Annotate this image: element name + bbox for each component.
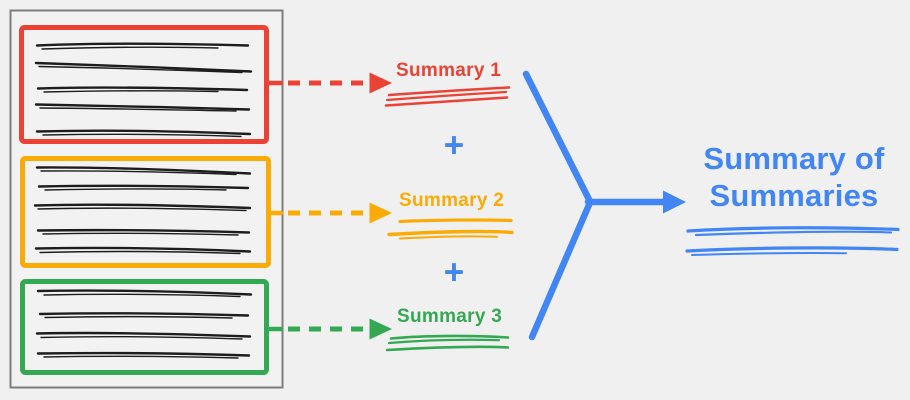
merge-arrow (522, 70, 686, 341)
scribble-line (41, 46, 219, 50)
scribble-line (33, 203, 252, 210)
scribble-line (40, 335, 243, 340)
document-outline (9, 9, 284, 389)
scribble-line (43, 90, 219, 93)
scribble-line (385, 90, 508, 102)
scribble-line (385, 345, 510, 352)
scribble-line (686, 226, 900, 233)
summary-1-underline-scribble (384, 86, 511, 107)
scribble-line (34, 61, 253, 73)
scribble-line (36, 228, 251, 234)
section-1-text-scribble (34, 42, 253, 138)
summary-3-label: Summary 3 (397, 306, 503, 327)
section-1-dashed-arrow (266, 72, 392, 94)
scribble-line (398, 218, 513, 224)
scribble-line (44, 315, 233, 319)
plus-sign-1: + (443, 126, 465, 165)
merge-line-bottom (528, 199, 594, 341)
merge-line-top (522, 70, 594, 205)
scribble-line (42, 232, 239, 236)
summary-of-summaries-label: Summary of Summaries (703, 141, 885, 213)
scribble-line (35, 129, 252, 136)
scribble-line (34, 103, 251, 111)
section-1-box (19, 25, 269, 144)
scribble-line (691, 251, 847, 256)
section-3-dashed-arrow (267, 318, 392, 340)
plus-sign-2: + (443, 253, 465, 292)
scribble-line (36, 351, 251, 357)
scribble-line (35, 331, 252, 338)
arrowhead (663, 190, 686, 214)
scribble-line (37, 207, 247, 212)
scribble-line (35, 166, 252, 175)
scribble-line (44, 188, 227, 191)
scribble-line (36, 86, 249, 92)
scribble-line (35, 42, 250, 47)
final-underline-scribble (685, 226, 900, 256)
scribble-line (37, 184, 250, 190)
scribble-line (685, 246, 899, 253)
section-3-box (20, 279, 269, 375)
scribble-line (34, 246, 252, 253)
section-2-dashed-arrow (268, 202, 392, 224)
scribble-line (694, 230, 893, 237)
summary-2-underline-scribble (387, 218, 514, 240)
summary-1-label: Summary 1 (396, 60, 502, 81)
scribble-line (39, 107, 237, 112)
summary-2-label: Summary 2 (399, 190, 505, 211)
scribble-line (39, 250, 241, 255)
section-2-box (20, 156, 271, 268)
scribble-line (399, 235, 498, 240)
arrowhead (369, 72, 392, 94)
scribble-line (38, 312, 250, 317)
source-document (9, 9, 284, 389)
scribble-line (38, 65, 243, 74)
arrowhead (369, 202, 392, 224)
scribble-line (43, 355, 239, 359)
scribble-line (42, 133, 242, 138)
scribble-line (40, 170, 237, 176)
scribble-line (389, 334, 510, 340)
scribble-line (387, 86, 511, 97)
section-3-text-scribble (35, 289, 253, 359)
arrowhead (369, 318, 392, 340)
section-2-text-scribble (33, 166, 252, 255)
summary-3-underline-scribble (385, 334, 510, 352)
scribble-line (387, 229, 514, 237)
scribble-line (384, 96, 509, 107)
scribble-line (36, 289, 253, 296)
scribble-line (43, 293, 241, 298)
scribble-line (387, 338, 501, 345)
